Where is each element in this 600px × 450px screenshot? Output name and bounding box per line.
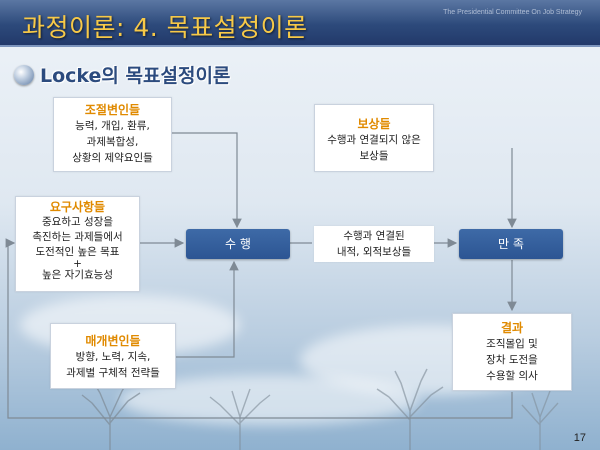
requirements-title: 요구사항들: [49, 200, 106, 214]
linked-rewards-line: 내적, 외적보상들: [336, 246, 412, 258]
satisfaction-node: 만 족: [459, 229, 563, 259]
rewards-title: 보상들: [357, 117, 391, 131]
results-line: 수용할 의사: [486, 370, 538, 382]
requirements-line: 촉진하는 과제들에서: [32, 231, 123, 243]
tree-silhouette: [521, 390, 559, 450]
section-heading: Locke의 목표설정이론: [14, 61, 230, 88]
tree-silhouette: [209, 388, 271, 450]
results-title: 결과: [500, 321, 524, 335]
moderators-line: 과제복합성,: [86, 136, 139, 148]
results-line: 장차 도전을: [486, 354, 538, 366]
header-small-text: The Presidential Committee On Job Strate…: [443, 9, 582, 16]
mediators-title: 매개변인들: [85, 334, 141, 348]
moderators-line: 능력, 개입, 환류,: [75, 120, 150, 132]
mediators-line: 방향, 노력, 지속,: [75, 351, 151, 363]
requirements-line: 높은 자기효능성: [42, 269, 113, 281]
moderators-line: 상황의 제약요인들: [72, 152, 153, 164]
linked-rewards-box: 수행과 연결된 내적, 외적보상들: [314, 226, 434, 262]
mediators-box: 매개변인들 방향, 노력, 지속, 과제별 구체적 전략들: [50, 323, 176, 389]
requirements-box: 요구사항들 중요하고 성장을 촉진하는 과제들에서 도전적인 높은 목표 + 높…: [15, 196, 140, 292]
rewards-line: 보상들: [359, 150, 389, 162]
tree-silhouette: [376, 368, 444, 450]
moderators-box: 조절변인들 능력, 개입, 환류, 과제복합성, 상황의 제약요인들: [53, 97, 172, 172]
moderators-title: 조절변인들: [84, 103, 141, 117]
page-number: 17: [573, 432, 586, 444]
requirements-plus: +: [73, 258, 82, 270]
title-bar: 과정이론: 4. 목표설정이론 The Presidential Committ…: [0, 0, 600, 47]
requirements-line: 도전적인 높은 목표: [35, 246, 120, 258]
rewards-box: 보상들 수행과 연결되지 않은 보상들: [314, 104, 434, 172]
sphere-bullet-icon: [14, 64, 34, 85]
rewards-line: 수행과 연결되지 않은: [327, 134, 421, 146]
mediators-line: 과제별 구체적 전략들: [66, 367, 160, 379]
requirements-line: 중요하고 성장을: [42, 216, 113, 228]
results-box: 결과 조직몰입 및 장차 도전을 수용할 의사: [452, 313, 572, 391]
results-line: 조직몰입 및: [486, 338, 538, 350]
slide-title: 과정이론: 4. 목표설정이론: [22, 13, 308, 42]
linked-rewards-line: 수행과 연결된: [343, 230, 405, 242]
performance-node: 수 행: [186, 229, 290, 259]
feedback-loop-arrow: [5, 238, 513, 419]
arrow-moderators-to-performance: [172, 132, 242, 229]
heading-text: Locke의 목표설정이론: [40, 65, 231, 87]
arrow-mediators-to-performance: [176, 260, 239, 358]
